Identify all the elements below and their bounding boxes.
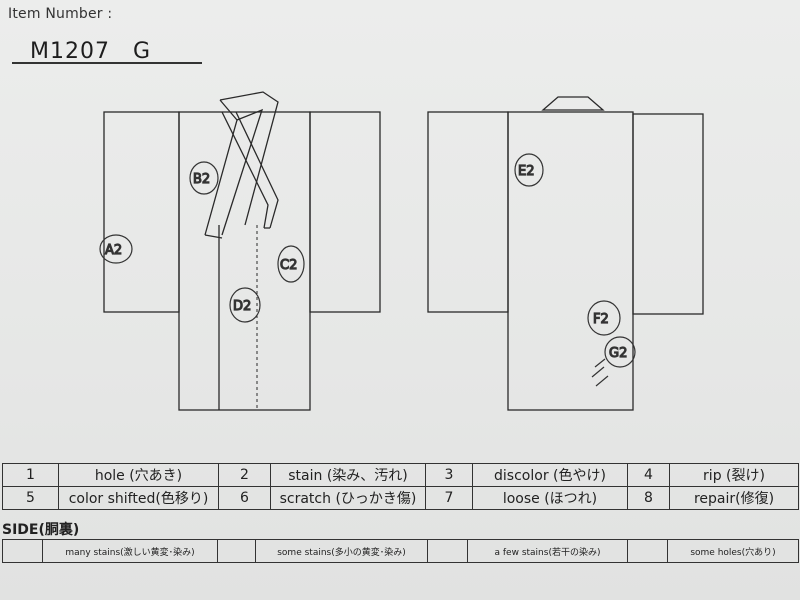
- legend-label: stain (染み、汚れ): [270, 463, 426, 487]
- legend-num: 6: [218, 486, 271, 510]
- legend-label: hole (穴あき): [58, 463, 219, 487]
- legend-label: loose (ほつれ): [472, 486, 628, 510]
- side-row: many stains(激しい黄変･染み) some stains(多小の黄変･…: [2, 539, 799, 563]
- legend-label: repair(修復): [669, 486, 799, 510]
- kimono-diagram: B2 A2 C2 D2 E2 F2 G2: [99, 91, 704, 411]
- back-left-sleeve: [427, 111, 509, 313]
- arrow-scribble: [591, 358, 609, 387]
- side-checkbox-cell[interactable]: [217, 539, 256, 563]
- legend-num: 5: [2, 486, 59, 510]
- mark-back-1: E2: [518, 164, 535, 179]
- legend-num: 8: [627, 486, 670, 510]
- side-lining-table: many stains(激しい黄変･染み) some stains(多小の黄変･…: [2, 539, 799, 563]
- legend-row-1: 1 hole (穴あき) 2 stain (染み、汚れ) 3 discolor …: [2, 463, 799, 487]
- legend-num: 4: [627, 463, 670, 487]
- mark-front-2: A2: [105, 243, 122, 258]
- front-defect-marks: B2 A2 C2 D2: [99, 161, 305, 323]
- legend-label: scratch (ひっかき傷): [270, 486, 426, 510]
- back-body: [507, 111, 634, 411]
- front-right-sleeve: [309, 111, 381, 313]
- item-number-value: M1207 G: [30, 39, 152, 64]
- back-right-sleeve: [632, 113, 704, 315]
- legend-num: 2: [218, 463, 271, 487]
- side-checkbox-cell[interactable]: [627, 539, 668, 563]
- item-number-label: Item Number :: [8, 6, 113, 22]
- defect-legend-table: 1 hole (穴あき) 2 stain (染み、汚れ) 3 discolor …: [2, 463, 799, 510]
- front-body: [178, 111, 311, 411]
- mark-back-2: F2: [593, 312, 609, 327]
- legend-label: color shifted(色移り): [58, 486, 219, 510]
- mark-front-3: C2: [280, 258, 297, 273]
- side-option-label: some holes(穴あり): [667, 539, 799, 563]
- item-number-underline: [12, 62, 202, 64]
- side-option-label: some stains(多小の黄変･染み): [255, 539, 428, 563]
- kimono-front-outline: [103, 91, 381, 411]
- legend-label: discolor (色やけ): [472, 463, 628, 487]
- legend-num: 7: [425, 486, 473, 510]
- mark-back-3: G2: [609, 346, 627, 361]
- side-option-label: a few stains(若干の染み): [467, 539, 628, 563]
- mark-front-1: B2: [193, 172, 210, 187]
- back-collar: [541, 96, 605, 111]
- front-left-sleeve: [103, 111, 180, 313]
- kimono-back-outline: [427, 96, 704, 411]
- side-checkbox-cell[interactable]: [427, 539, 468, 563]
- legend-label: rip (裂け): [669, 463, 799, 487]
- back-defect-marks: E2 F2 G2: [514, 153, 636, 387]
- legend-row-2: 5 color shifted(色移り) 6 scratch (ひっかき傷) 7…: [2, 486, 799, 510]
- mark-front-4: D2: [233, 299, 251, 314]
- legend-num: 3: [425, 463, 473, 487]
- legend-num: 1: [2, 463, 59, 487]
- side-option-label: many stains(激しい黄変･染み): [42, 539, 218, 563]
- side-checkbox-cell[interactable]: [2, 539, 43, 563]
- side-section-title: SIDE(胴裏): [2, 522, 80, 538]
